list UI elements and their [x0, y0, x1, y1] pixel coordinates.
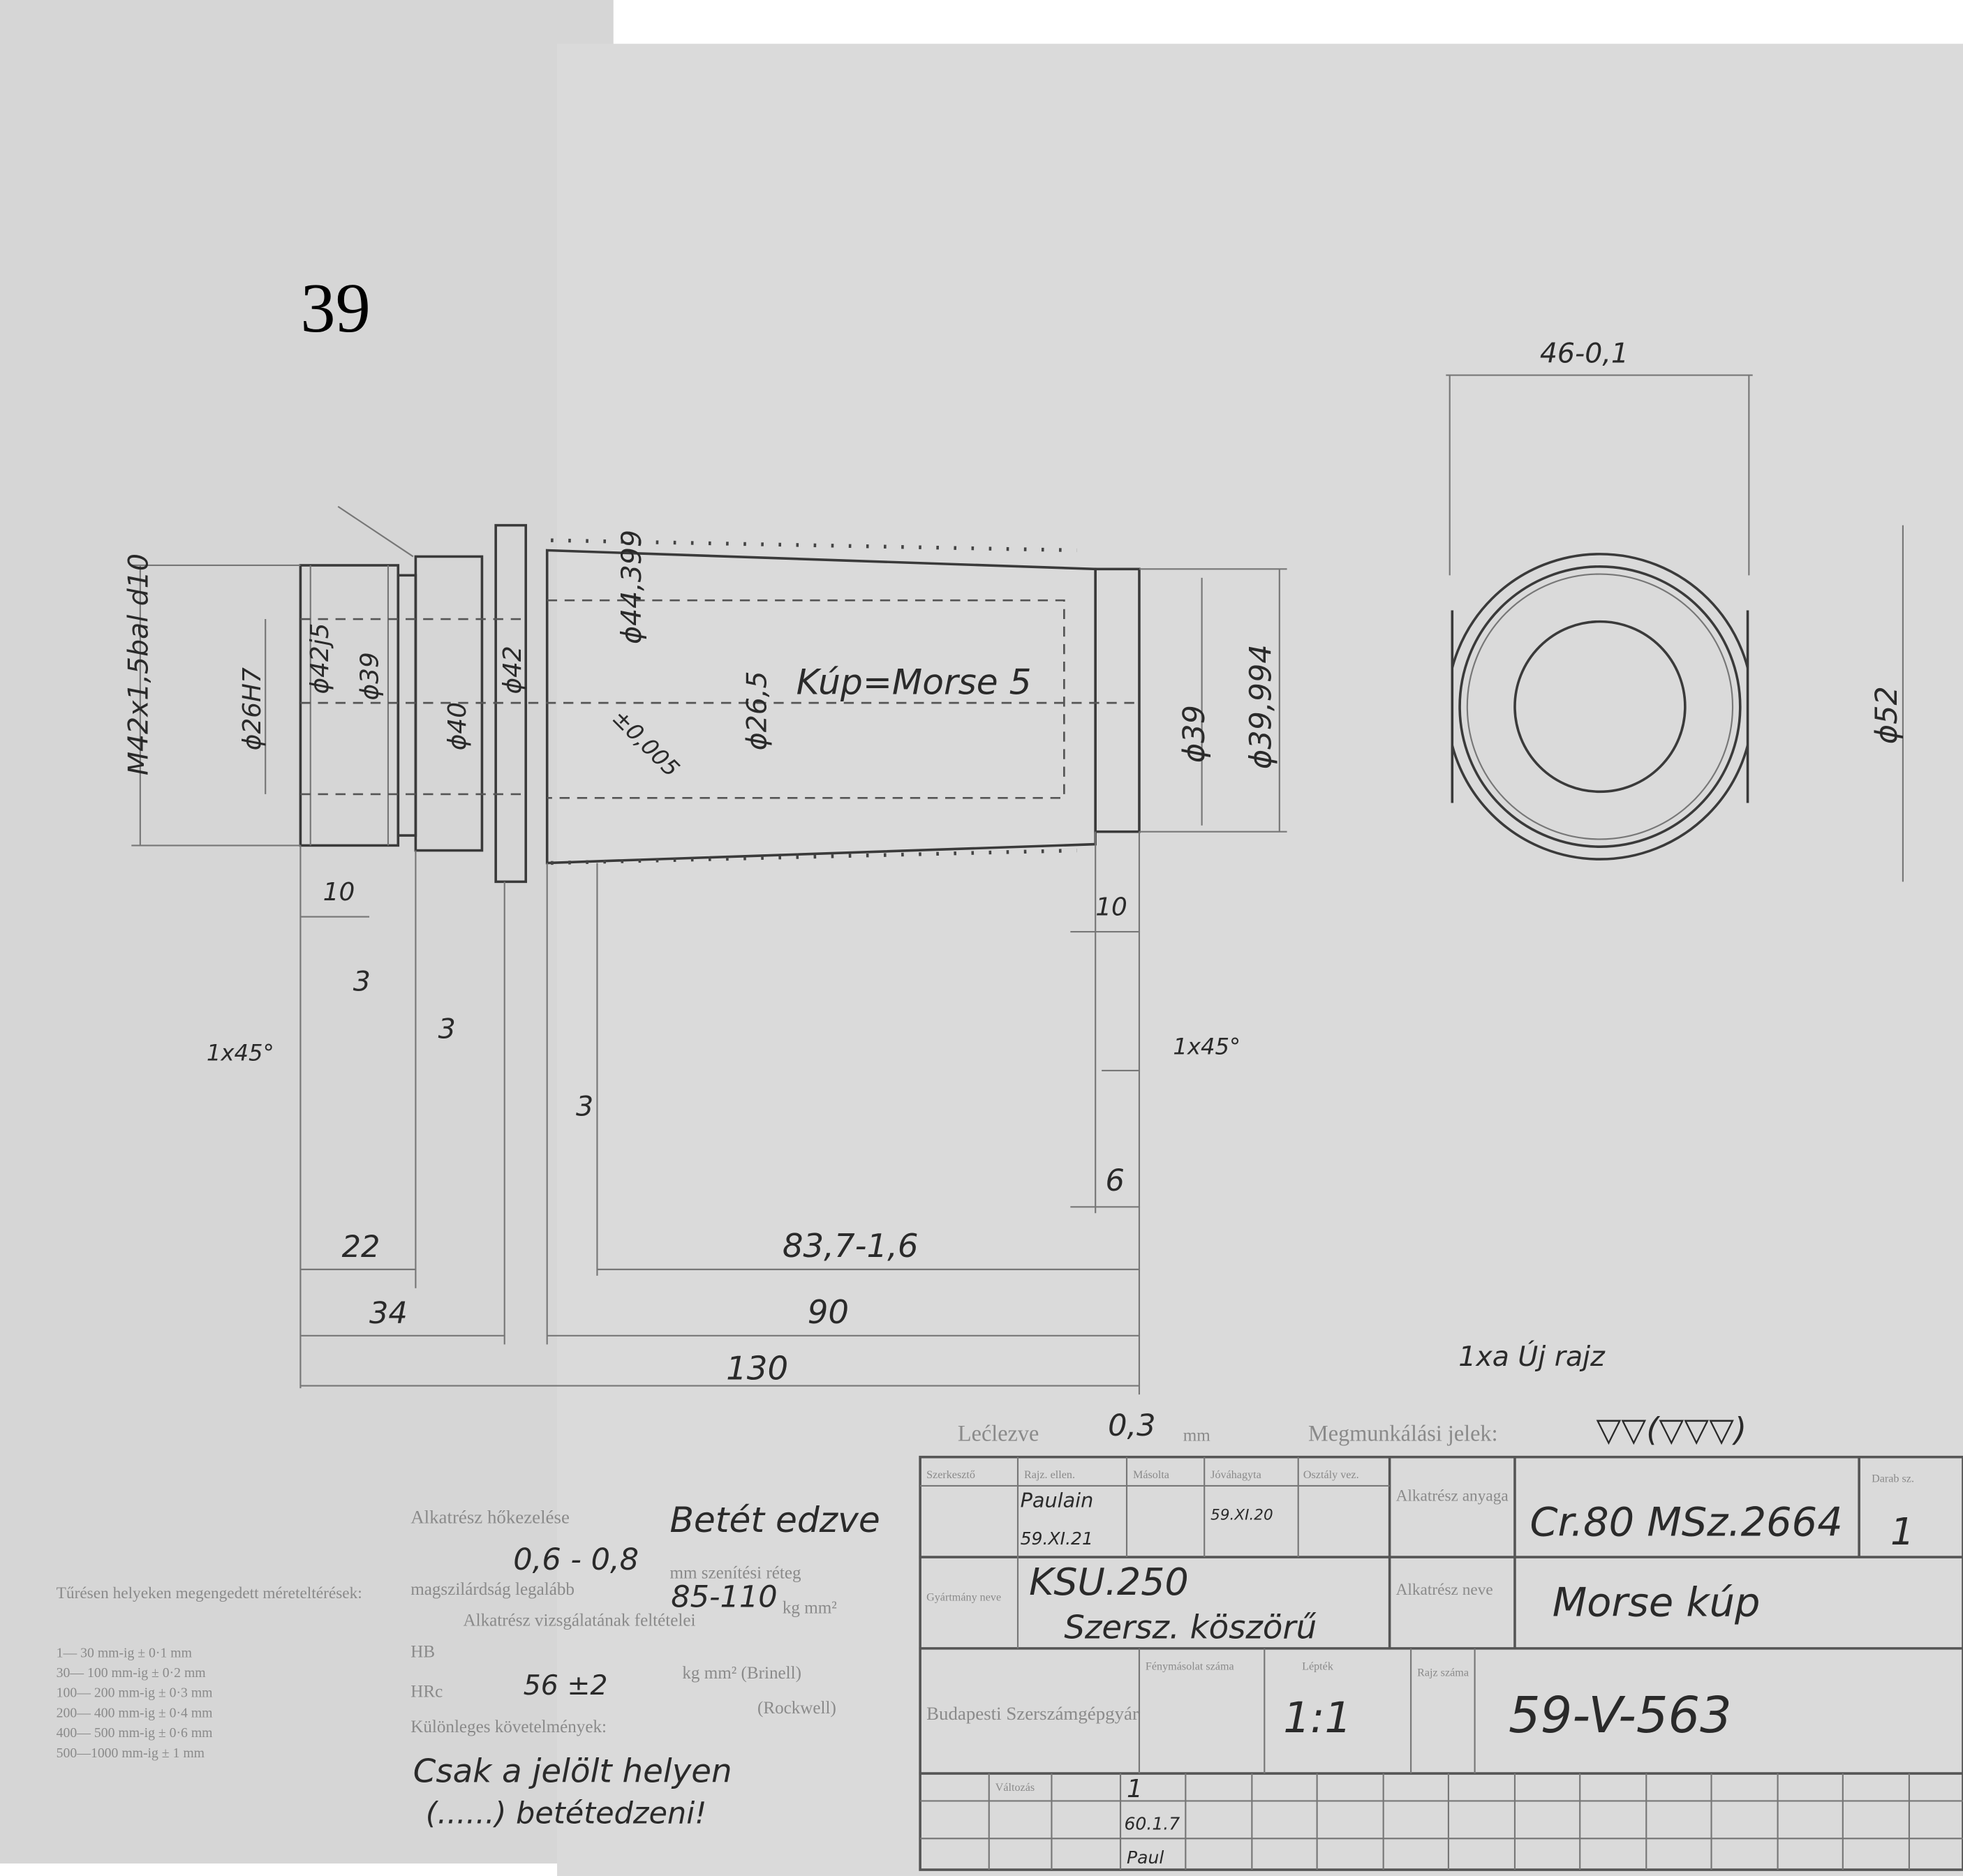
hrc-unit: (Rockwell) — [757, 1699, 836, 1718]
dim-chamfer-left: 1x45° — [207, 1040, 274, 1066]
tolerance-title: Tűrésen helyeken megengedett méreteltéré… — [57, 1584, 362, 1602]
rev-date: 60.1.7 — [1124, 1814, 1180, 1834]
inspection-label: Alkatrész vizsgálatának feltételei — [464, 1611, 696, 1630]
material-value: Cr.80 MSz.2664 — [1529, 1499, 1842, 1546]
coating-value: 0,3 — [1108, 1408, 1155, 1443]
company-name: Budapesti Szerszámgépgyár — [926, 1703, 1139, 1724]
dim-40: ϕ40 — [443, 702, 472, 750]
part-name-value: Morse kúp — [1553, 1579, 1761, 1625]
core-strength-label: magszilárdság legalább — [410, 1580, 575, 1599]
qty-label: Darab sz. — [1872, 1473, 1914, 1485]
dim-39-left: ϕ39 — [356, 652, 385, 700]
tolerance-table: Tűrésen helyeken megengedett méreteltéré… — [57, 1584, 362, 1761]
hb-label: HB — [410, 1642, 435, 1661]
tolerance-row: 1— 30 mm-ig ± 0·1 mm — [57, 1645, 193, 1660]
dim-26-5: ϕ26,5 — [741, 671, 773, 750]
hdr-designer: Szerkesztő — [926, 1469, 975, 1481]
hdr-checked: Rajz. ellen. — [1024, 1469, 1075, 1481]
number-label: Rajz száma — [1417, 1667, 1469, 1678]
rev-signature: Paul — [1127, 1847, 1164, 1868]
machine-value-2: Szersz. köszörű — [1064, 1609, 1317, 1646]
dim-83-7: 83,7-1,6 — [783, 1227, 919, 1265]
paper-left — [0, 0, 614, 1864]
coating-unit: mm — [1183, 1426, 1211, 1445]
treatment-label: Alkatrész hőkezelése — [410, 1507, 570, 1528]
marks-value: ▽▽(▽▽▽) — [1597, 1410, 1747, 1448]
dim-34: 34 — [369, 1296, 408, 1331]
hdr-approved: Jóváhagyta — [1210, 1469, 1261, 1481]
title-block: Lećlezve 0,3 mm Megmunkálási jelek: ▽▽(▽… — [919, 1408, 1963, 1871]
end-view — [1451, 553, 1749, 861]
coating-label: Lećlezve — [958, 1420, 1039, 1445]
dim-flat-width: 46-0,1 — [1540, 338, 1629, 370]
rev-value: 1 — [1127, 1775, 1143, 1803]
photo-label: Fénymásolat száma — [1146, 1660, 1234, 1672]
dim-22: 22 — [342, 1230, 380, 1265]
core-strength-unit: kg mm² — [783, 1599, 837, 1618]
core-strength-value: 85-110 — [671, 1580, 777, 1615]
hdr-copy: Másolta — [1133, 1469, 1169, 1481]
designer-signature: Paulain — [1021, 1488, 1094, 1512]
hb-unit: kg mm² (Brinell) — [682, 1664, 801, 1683]
dim-6: 6 — [1106, 1163, 1125, 1198]
dim-10-right: 10 — [1095, 893, 1127, 922]
material-label: Alkatrész anyaga — [1396, 1487, 1509, 1505]
case-depth-label: mm szenítési réteg — [669, 1564, 801, 1583]
dim-130: 130 — [726, 1350, 788, 1387]
dim-39-994: ϕ39,994 — [1243, 644, 1278, 769]
approved-date: 59.XI.20 — [1210, 1506, 1273, 1524]
tolerance-row: 200— 400 mm-ig ± 0·4 mm — [57, 1705, 213, 1720]
hrc-value: 56 ±2 — [524, 1669, 608, 1702]
machine-value-1: KSU.250 — [1029, 1560, 1189, 1604]
tolerance-row: 100— 200 mm-ig ± 0·3 mm — [57, 1685, 213, 1701]
heat-treatment-block: Alkatrész hőkezelése Betét edzve 0,6 - 0… — [410, 1499, 880, 1831]
taper-label: Kúp=Morse 5 — [797, 662, 1032, 703]
dim-3-c: 3 — [576, 1090, 593, 1122]
scale-label: Lépték — [1302, 1660, 1334, 1672]
dim-3-a: 3 — [353, 965, 371, 997]
page-number: 39 — [300, 269, 370, 347]
dimension-lines — [131, 374, 1904, 1395]
dim-chamfer-right: 1x45° — [1173, 1034, 1240, 1060]
hrc-label: HRc — [410, 1683, 443, 1702]
tolerance-row: 400— 500 mm-ig ± 0·6 mm — [57, 1725, 213, 1741]
dim-44-399: ϕ44,399 — [616, 530, 648, 644]
special-note-2: (......) betétedzeni! — [426, 1796, 707, 1831]
dim-bore: ϕ26H7 — [238, 667, 267, 750]
paper-main — [557, 43, 1963, 1876]
dim-39-right: ϕ39 — [1177, 705, 1212, 763]
hdr-other: Osztály vez. — [1303, 1469, 1359, 1481]
tolerance-row: 30— 100 mm-ig ± 0·2 mm — [57, 1665, 207, 1681]
qty-value: 1 — [1890, 1510, 1914, 1554]
designer-date: 59.XI.21 — [1021, 1528, 1093, 1549]
special-note-1: Csak a jelölt helyen — [413, 1752, 732, 1790]
dim-42: ϕ42 — [498, 646, 527, 694]
drawing-number: 59-V-563 — [1509, 1685, 1732, 1744]
tolerance-row: 500—1000 mm-ig ± 1 mm — [57, 1745, 205, 1761]
machine-label: Gyártmány neve — [926, 1592, 1001, 1604]
special-label: Különleges követelmények: — [410, 1718, 607, 1736]
dim-3-b: 3 — [438, 1013, 456, 1045]
dim-52: ϕ52 — [1869, 686, 1904, 744]
dim-thread: M42x1,5bal d10 — [123, 553, 155, 775]
dim-42j5: ϕ42j5 — [306, 623, 334, 694]
marks-label: Megmunkálási jelek: — [1308, 1420, 1497, 1445]
part-label: Alkatrész neve — [1396, 1581, 1493, 1599]
dim-10-left: 10 — [323, 878, 355, 907]
rev-label: Változás — [995, 1782, 1035, 1794]
treatment-value: Betét edzve — [669, 1499, 880, 1540]
case-depth-value: 0,6 - 0,8 — [513, 1542, 639, 1577]
note-new-drawing: 1xa Új rajz — [1458, 1340, 1606, 1373]
dim-90: 90 — [808, 1293, 849, 1331]
scale-value: 1:1 — [1283, 1693, 1351, 1743]
